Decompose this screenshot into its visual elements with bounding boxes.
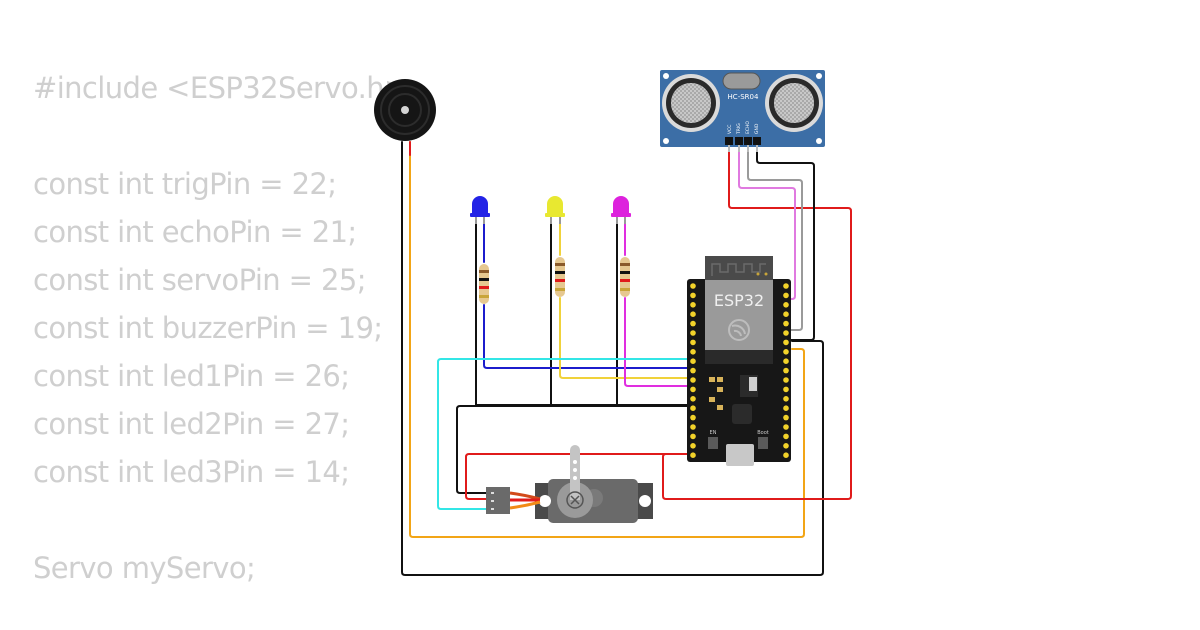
pin-label: GND — [754, 123, 760, 134]
wire-buzzer-gnd[interactable] — [401, 141, 824, 576]
header-pin[interactable] — [690, 358, 696, 365]
code-line: #include <ESP32Servo.h> — [33, 71, 408, 105]
header-pin[interactable] — [690, 452, 696, 459]
header-pin[interactable] — [690, 302, 696, 308]
servo-motor[interactable] — [486, 445, 653, 523]
boot-label: Boot — [757, 430, 769, 436]
wire-gnd-bus[interactable] — [456, 405, 691, 494]
resistor-2[interactable] — [555, 257, 565, 297]
header-pin[interactable] — [783, 358, 789, 365]
servo-connector[interactable] — [486, 487, 510, 514]
resistor-3[interactable] — [620, 257, 630, 297]
wire-sensor-echo[interactable] — [747, 149, 803, 331]
header-pin[interactable] — [783, 414, 789, 421]
header-pin[interactable] — [783, 396, 789, 402]
esp32-board[interactable]: ESP32 EN Boot — [687, 256, 791, 466]
pin-label: VCC — [727, 125, 733, 134]
led-yellow[interactable] — [545, 196, 565, 224]
sensor-label: HC-SR04 — [728, 93, 759, 101]
header-pin[interactable] — [783, 283, 789, 289]
header-pin[interactable] — [783, 443, 789, 449]
wire-buzzer-signal[interactable] — [409, 141, 805, 538]
header-pin[interactable] — [783, 302, 789, 308]
resistor-1[interactable] — [479, 264, 489, 304]
header-pin[interactable] — [690, 433, 696, 440]
header-pin[interactable] — [690, 349, 696, 355]
header-pin[interactable] — [690, 424, 696, 430]
header-pin[interactable] — [783, 311, 789, 318]
header-pin[interactable] — [783, 433, 789, 440]
buzzer[interactable] — [374, 79, 436, 141]
header-pin[interactable] — [783, 424, 789, 430]
header-pin[interactable] — [690, 367, 696, 374]
header-pin[interactable] — [690, 311, 696, 318]
header-pin[interactable] — [783, 377, 789, 383]
header-pin[interactable] — [690, 283, 696, 289]
header-pin[interactable] — [690, 414, 696, 421]
wire-servo-signal[interactable] — [437, 358, 693, 510]
code-line: const int led1Pin = 26; — [33, 359, 350, 393]
wire-led3-signal[interactable] — [624, 221, 693, 387]
header-pin[interactable] — [690, 320, 696, 327]
header-pin[interactable] — [783, 292, 789, 299]
header-pin[interactable] — [690, 330, 696, 336]
wire-servo-power[interactable] — [465, 453, 693, 500]
code-line: const int echoPin = 21; — [33, 215, 357, 249]
header-pin[interactable] — [783, 367, 789, 374]
wire-sensor-vcc[interactable] — [662, 149, 852, 500]
header-pin[interactable] — [783, 339, 789, 346]
code-listing: #include <ESP32Servo.h> const int trigPi… — [33, 68, 408, 596]
header-pin[interactable] — [783, 405, 789, 412]
code-line: const int led3Pin = 14; — [33, 455, 350, 489]
code-line: Servo myServo; — [33, 551, 256, 585]
led-magenta[interactable] — [611, 196, 631, 224]
code-line: const int led2Pin = 27; — [33, 407, 350, 441]
code-line: const int trigPin = 22; — [33, 167, 337, 201]
header-pin[interactable] — [690, 396, 696, 402]
wire-sensor-trig[interactable] — [738, 149, 796, 300]
header-pin[interactable] — [783, 349, 789, 355]
wire-led2-signal[interactable] — [559, 221, 693, 379]
espressif-logo — [728, 319, 750, 341]
header-pin[interactable] — [783, 330, 789, 336]
ultrasonic-sensor[interactable]: HC-SR04 VCC TRIG ECHO GND — [660, 70, 825, 152]
code-line: const int servoPin = 25; — [33, 263, 366, 297]
header-pin[interactable] — [783, 452, 789, 459]
code-line: const int buzzerPin = 19; — [33, 311, 383, 345]
esp32-label: ESP32 — [714, 291, 764, 310]
header-pin[interactable] — [783, 386, 789, 393]
usb-port[interactable] — [726, 444, 754, 466]
header-pin[interactable] — [690, 405, 696, 412]
pin-label: TRIG — [736, 123, 742, 135]
header-pin[interactable] — [690, 443, 696, 449]
header-pin[interactable] — [783, 320, 789, 327]
sensor-transducer-right — [765, 74, 823, 132]
header-pin[interactable] — [690, 339, 696, 346]
header-pin[interactable] — [690, 292, 696, 299]
wire-sensor-gnd[interactable] — [756, 149, 815, 341]
pin-header-right — [783, 283, 789, 459]
sensor-transducer-left — [662, 74, 720, 132]
en-label: EN — [710, 430, 717, 436]
led-blue[interactable] — [470, 196, 490, 224]
pin-header-left — [690, 283, 696, 459]
pin-label: ECHO — [745, 121, 751, 134]
header-pin[interactable] — [690, 386, 696, 393]
header-pin[interactable] — [690, 377, 696, 383]
wire-led1-signal[interactable] — [483, 221, 693, 369]
